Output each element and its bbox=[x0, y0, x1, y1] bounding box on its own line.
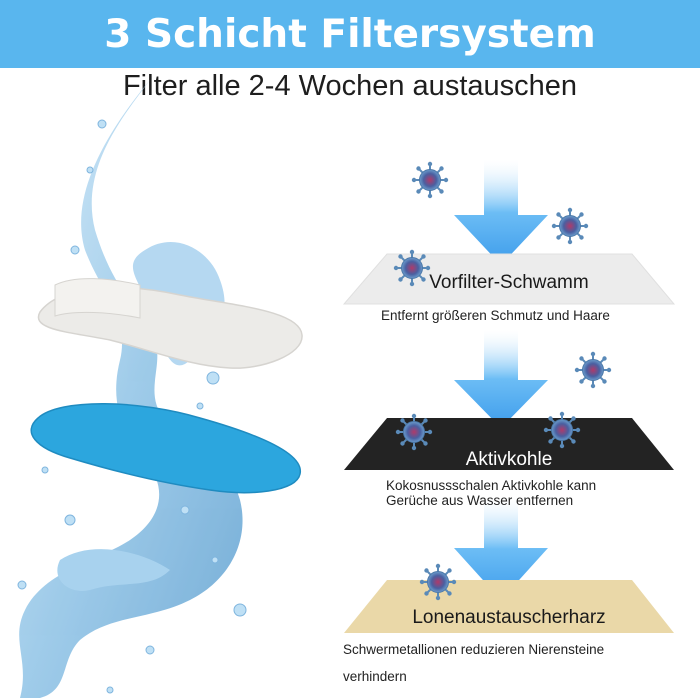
blue-sponge bbox=[30, 403, 301, 494]
layer-title-ion-resin: Lonenaustauscherharz bbox=[412, 607, 606, 628]
virus-icon bbox=[410, 160, 450, 200]
virus-icon bbox=[550, 206, 590, 246]
virus-icon bbox=[573, 350, 613, 390]
layer-desc-activated-carbon-1: Kokosnussschalen Aktivkohle kann bbox=[386, 478, 597, 493]
layer-title-prefilter: Vorfilter-Schwamm bbox=[429, 272, 589, 293]
page-title: 3 Schicht Filtersystem bbox=[104, 11, 596, 57]
layer-desc-prefilter: Entfernt größeren Schmutz und Haare bbox=[381, 308, 610, 323]
virus-icon bbox=[418, 562, 458, 602]
layer-desc-activated-carbon-2: Gerüche aus Wasser entfernen bbox=[386, 493, 574, 508]
virus-icon bbox=[394, 412, 434, 452]
layer-desc-ion-resin-1: Schwermetallionen reduzieren Nierenstein… bbox=[343, 642, 605, 657]
prefilter-sponge bbox=[37, 278, 303, 369]
arrow-down-icon bbox=[454, 160, 548, 600]
layer-desc-ion-resin-2: verhindern bbox=[343, 669, 407, 684]
virus-icon bbox=[542, 410, 582, 450]
title-banner: 3 Schicht Filtersystem bbox=[0, 0, 700, 68]
layer-title-activated-carbon: Aktivkohle bbox=[465, 449, 553, 470]
water-splash bbox=[19, 80, 243, 698]
page-subtitle: Filter alle 2-4 Wochen austauschen bbox=[122, 70, 578, 102]
